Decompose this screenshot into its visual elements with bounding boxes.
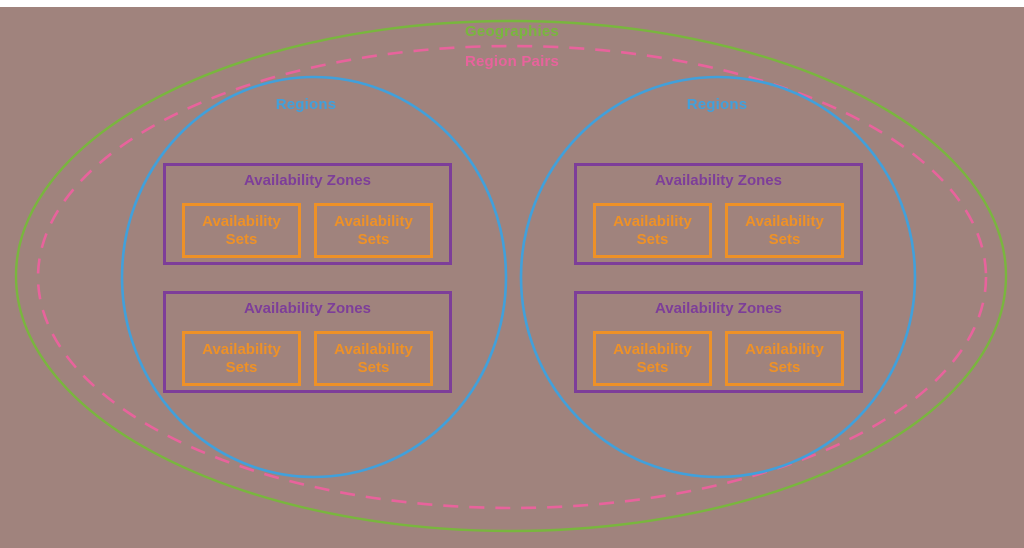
regions-label-left: Regions (275, 96, 337, 113)
availability-zones-title: Availability Zones (244, 300, 371, 317)
availability-zone-box-top-left: Availability Zones Availability Sets Ava… (163, 163, 452, 265)
availability-sets-row: Availability Sets Availability Sets (577, 331, 860, 386)
geographies-ellipse (14, 19, 1008, 533)
availability-set-box: Availability Sets (182, 203, 301, 258)
geographies-label: Geographies (465, 23, 559, 40)
availability-zones-title: Availability Zones (655, 300, 782, 317)
region-pairs-ellipse (36, 44, 988, 510)
region-circle-left (120, 75, 508, 479)
availability-set-box: Availability Sets (182, 331, 301, 386)
availability-zones-title: Availability Zones (655, 172, 782, 189)
availability-set-box: Availability Sets (593, 203, 712, 258)
availability-set-box: Availability Sets (314, 331, 433, 386)
availability-zone-box-top-right: Availability Zones Availability Sets Ava… (574, 163, 863, 265)
availability-sets-row: Availability Sets Availability Sets (166, 203, 449, 258)
regions-label-right: Regions (686, 96, 748, 113)
availability-set-box: Availability Sets (725, 331, 844, 386)
availability-zone-box-bottom-left: Availability Zones Availability Sets Ava… (163, 291, 452, 393)
window-top-edge (0, 0, 1024, 7)
availability-set-box: Availability Sets (593, 331, 712, 386)
availability-zones-title: Availability Zones (244, 172, 371, 189)
availability-zone-box-bottom-right: Availability Zones Availability Sets Ava… (574, 291, 863, 393)
availability-sets-row: Availability Sets Availability Sets (577, 203, 860, 258)
availability-sets-row: Availability Sets Availability Sets (166, 331, 449, 386)
availability-set-box: Availability Sets (725, 203, 844, 258)
availability-set-box: Availability Sets (314, 203, 433, 258)
region-circle-right (519, 75, 917, 479)
region-pairs-label: Region Pairs (464, 53, 560, 70)
